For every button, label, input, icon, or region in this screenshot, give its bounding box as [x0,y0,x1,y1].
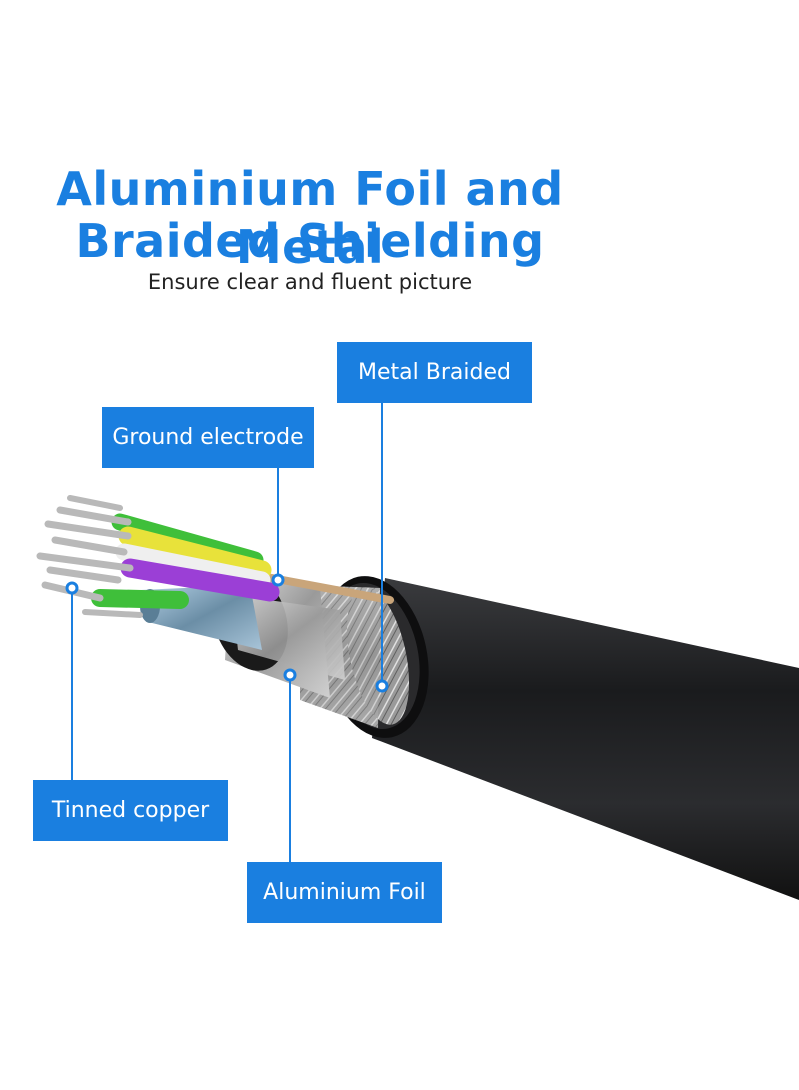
label-metal-braided: Metal Braided [337,342,532,403]
subtitle: Ensure clear and fluent picture [147,270,473,294]
title-line-2: Braided Shielding [75,214,545,268]
label-aluminium-foil: Aluminium Foil [247,862,442,923]
insulated-wires [91,513,280,609]
leader-dots [65,573,389,693]
label-ground-electrode: Ground electrode [102,407,314,468]
label-tinned-copper: Tinned copper [33,780,228,841]
leader-lines [71,403,383,862]
title-line-1: Aluminium Foil and Metal [56,162,564,274]
